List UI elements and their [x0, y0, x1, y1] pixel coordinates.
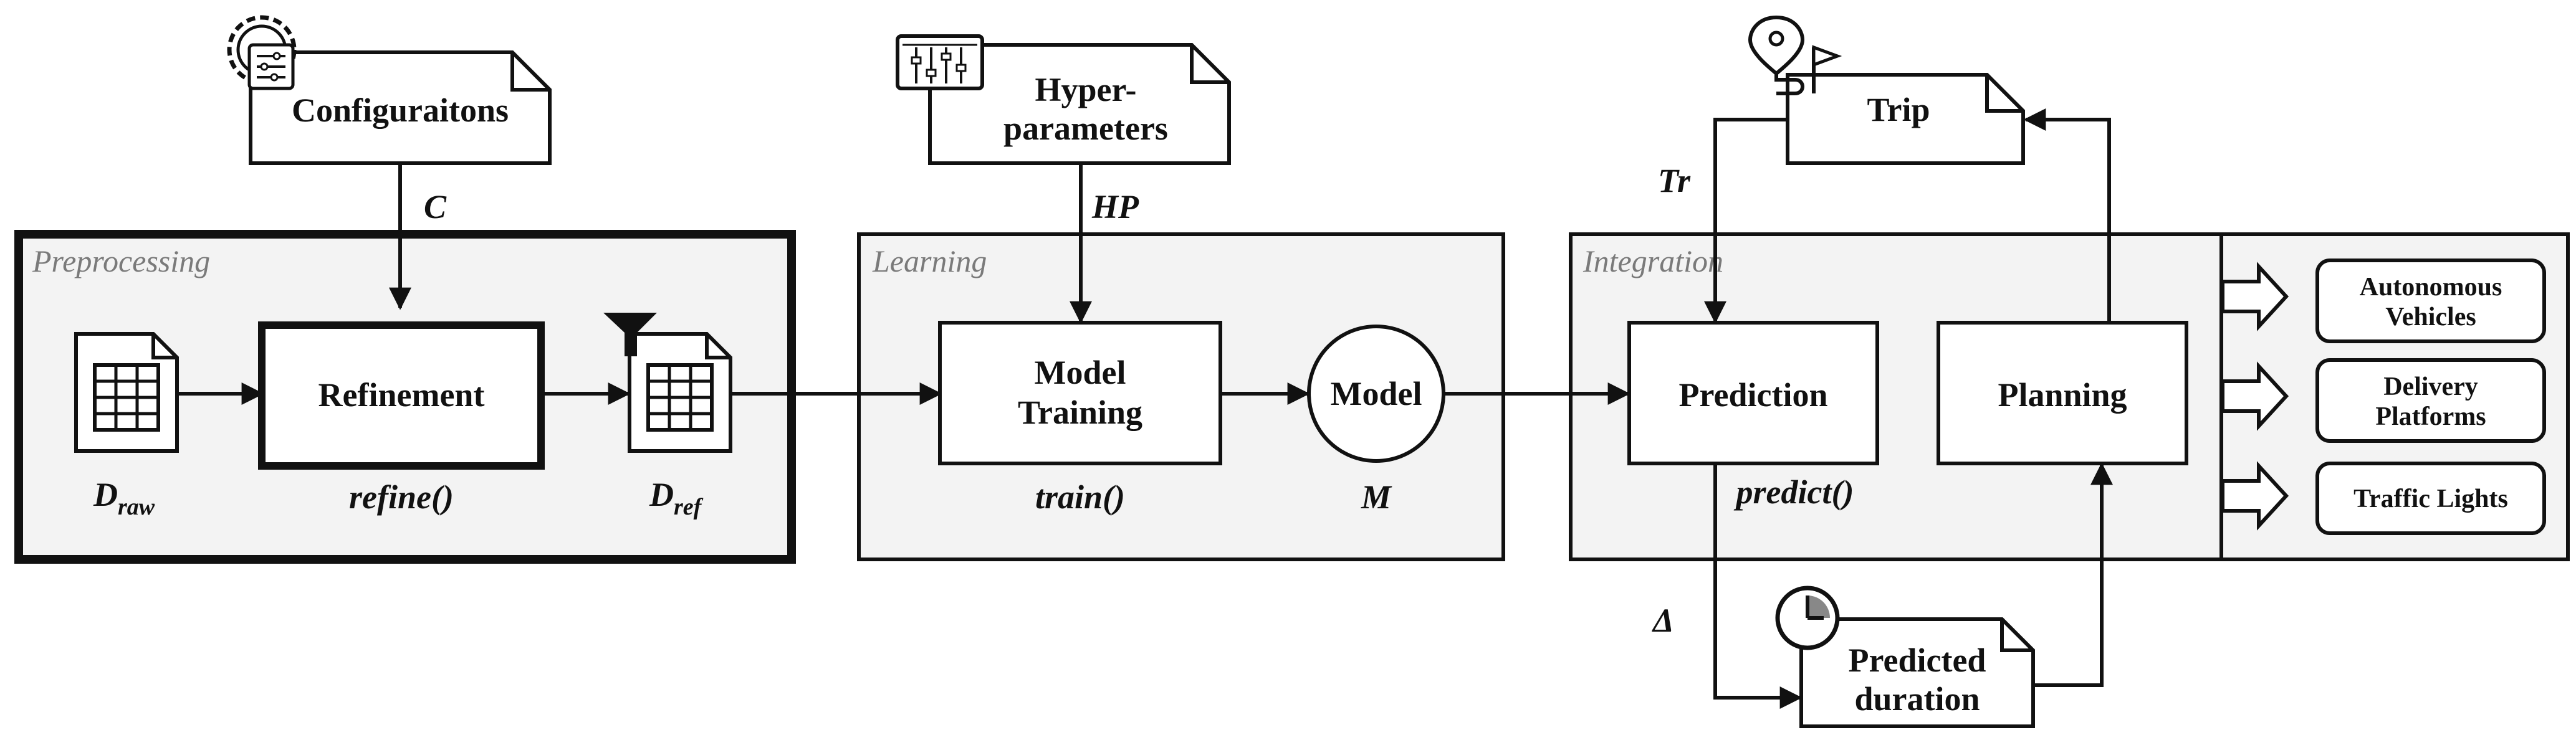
table-icon — [646, 363, 714, 432]
model-label: Model — [1331, 375, 1422, 412]
predicted-duration-line1: Predicted — [1849, 642, 1986, 679]
consumer-label-line1: Traffic Lights — [2353, 485, 2508, 513]
equalizer-icon — [896, 34, 984, 90]
raw-data-label: Draw — [93, 476, 155, 520]
learning-title: Learning — [872, 244, 987, 278]
prediction-box: Prediction — [1627, 321, 1879, 465]
configurations-label: Configuraitons — [292, 92, 509, 129]
consumer-label-line2: Platforms — [2375, 402, 2486, 431]
hyperparameters-document: Hyper- parameters — [928, 43, 1231, 165]
consumer-label-line1: Delivery — [2383, 372, 2478, 401]
hyperparameters-label-line2: parameters — [1003, 110, 1168, 147]
model-training-line1: Model — [1035, 354, 1126, 391]
route-flag-icon — [1748, 15, 1842, 95]
model-training-line2: Training — [1018, 394, 1142, 431]
trip-label: Trip — [1867, 91, 1930, 128]
planning-label: Planning — [1998, 376, 2127, 414]
configurations-document: Configuraitons — [249, 50, 552, 165]
table-icon — [93, 363, 160, 432]
trip-to-prediction-arrow — [1704, 118, 1788, 324]
prediction-to-duration-arrow — [1713, 463, 1803, 709]
consumer-traffic-lights: Traffic Lights — [2315, 462, 2546, 535]
delta-label: Δ — [1652, 602, 1674, 639]
refinement-label: Refinement — [318, 376, 485, 414]
hp-arrow-label: HP — [1091, 188, 1139, 225]
refine-function-label: refine() — [349, 478, 454, 516]
model-node: Model — [1307, 325, 1445, 463]
model-training-box: Model Training — [938, 321, 1222, 465]
hyperparameters-label-line1: Hyper- — [1035, 71, 1137, 108]
predicted-duration-document: Predicted duration — [1799, 617, 2035, 728]
raw-data-document — [74, 332, 179, 453]
train-function-label: train() — [1035, 478, 1125, 516]
preprocessing-title: Preprocessing — [32, 244, 210, 278]
clock-icon — [1775, 586, 1840, 650]
gear-sliders-icon — [227, 15, 297, 90]
consumer-connector — [2219, 262, 2289, 531]
predict-function-label: predict() — [1734, 473, 1854, 511]
refined-data-label: Dref — [649, 476, 704, 520]
refinement-box: Refinement — [258, 321, 545, 470]
planning-to-trip-arrow — [2023, 108, 2111, 323]
trip-arrow-label: Tr — [1658, 162, 1691, 199]
config-arrow-label: C — [424, 188, 447, 225]
planning-box: Planning — [1937, 321, 2188, 465]
consumer-delivery-platforms: Delivery Platforms — [2315, 358, 2546, 443]
trip-document: Trip — [1786, 73, 2025, 165]
model-symbol: M — [1361, 478, 1392, 516]
duration-to-planning-arrow — [2033, 462, 2113, 687]
consumer-autonomous-vehicles: Autonomous Vehicles — [2315, 259, 2546, 343]
prediction-label: Prediction — [1679, 376, 1828, 414]
refined-data-document — [628, 332, 732, 453]
integration-title: Integration — [1582, 244, 1723, 278]
filter-icon — [603, 313, 657, 356]
consumer-label-line1: Autonomous — [2360, 273, 2502, 301]
predicted-duration-line2: duration — [1854, 680, 1980, 718]
consumer-label-line2: Vehicles — [2385, 303, 2476, 331]
